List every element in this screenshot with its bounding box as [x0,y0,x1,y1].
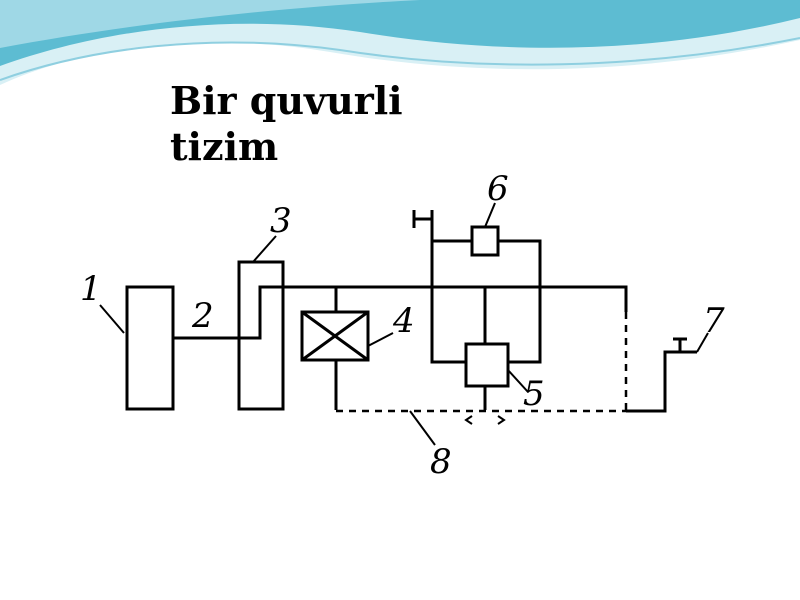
boiler-block [125,285,175,411]
leader-1 [99,304,125,334]
title-line-2: tizim [170,124,279,169]
pump-block [464,342,510,388]
riser-pipe [239,285,628,340]
bypass-loop [430,210,466,364]
label-5: 5 [523,374,545,414]
label-8: 8 [430,442,452,482]
bypass-right [498,239,542,364]
wave-highlight [0,0,420,48]
label-1: 1 [80,269,102,309]
wave-stroke [0,37,800,81]
slide-title: Bir quvurli tizim [170,78,470,170]
label-2: 2 [191,296,214,336]
leader-5 [507,369,529,393]
label-4: 4 [392,301,415,341]
flow-arrow-left [464,415,473,425]
leader-7 [696,332,709,353]
leader-4 [367,332,394,347]
faucet-pipe [626,350,697,413]
header-wave-decoration [0,0,800,85]
label-3: 3 [270,201,292,241]
leader-6 [484,202,496,228]
filter-cross-b [301,310,369,362]
leader-8 [409,410,436,446]
regulator-block [470,225,500,257]
label-6: 6 [487,169,509,209]
title-line-1: Bir quvurli [170,78,403,123]
label-7: 7 [703,301,725,341]
leader-3 [252,235,277,263]
flow-arrow-right [497,415,506,425]
